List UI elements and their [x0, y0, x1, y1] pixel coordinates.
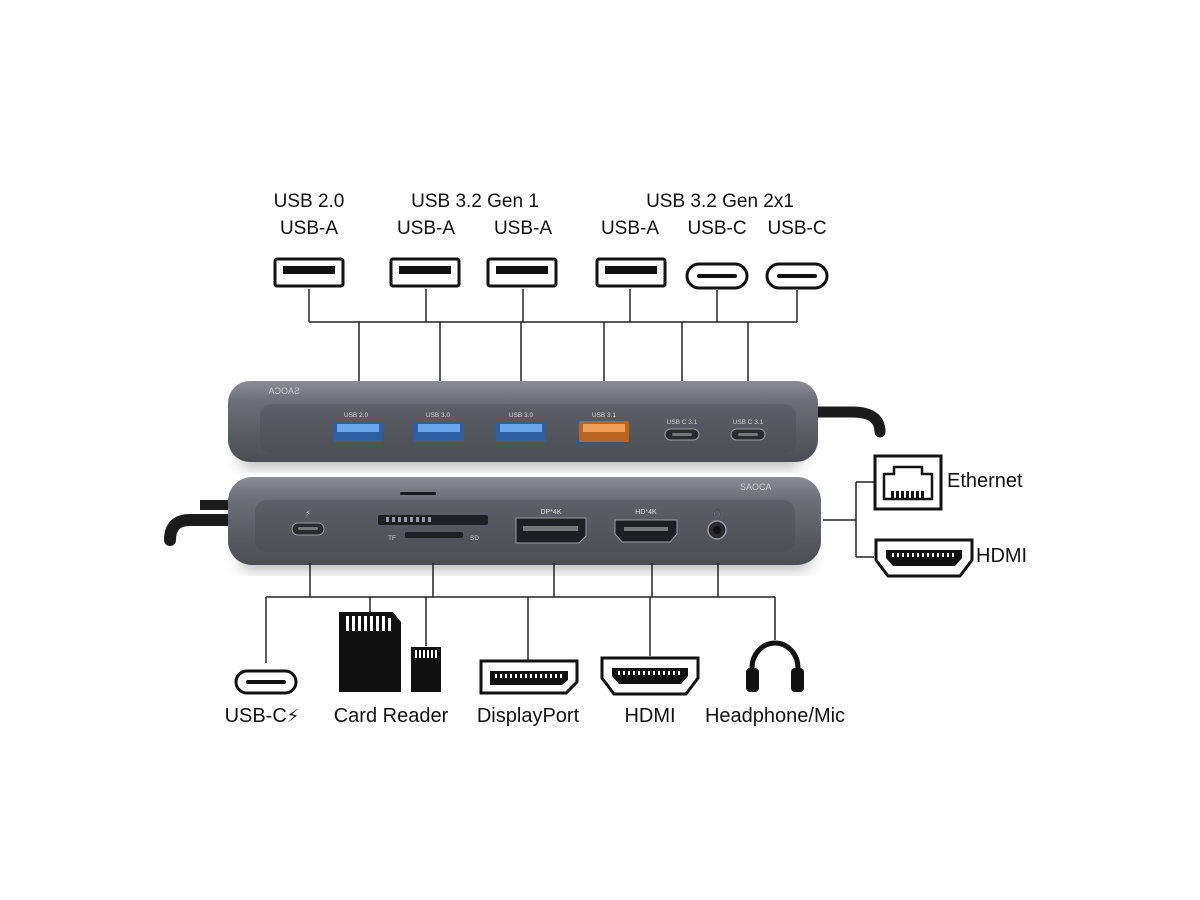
- lightning-icon: ⚡: [286, 706, 300, 726]
- hub-usbc-port: [730, 428, 766, 441]
- hub-label-tf: TF: [388, 535, 396, 542]
- hub-dp-port: [515, 517, 587, 544]
- hub-usb20-port: [333, 421, 383, 442]
- usb-a-icon: [595, 257, 667, 288]
- label-card-reader: Card Reader: [333, 705, 449, 727]
- label-port-3: USB-A: [493, 218, 553, 239]
- usb-a-icon: [389, 257, 461, 288]
- label-displayport: DisplayPort: [476, 705, 580, 727]
- label-port-5: USB-C: [687, 218, 747, 239]
- hub-tf-slot: [405, 532, 463, 538]
- label-gen2x1-group: USB 3.2 Gen 2x1: [646, 191, 794, 212]
- hub-label-dp: DP*4K: [540, 509, 561, 516]
- hub-headphone-mark-icon: 🎧: [712, 507, 722, 517]
- hub-label-usb30-b: USB 3.0: [509, 412, 534, 419]
- label-gen1-group: USB 3.2 Gen 1: [411, 191, 539, 212]
- hub-label-usbc31-a: USB C 3.1: [667, 419, 698, 426]
- hub-usbc-port: [664, 428, 700, 441]
- usb-a-icon: [486, 257, 558, 288]
- hub-label-usb31: USB 3.1: [592, 412, 617, 419]
- sd-card-icon: [339, 612, 401, 692]
- hub-audio-jack: [707, 520, 727, 540]
- label-hdmi-bottom: HDMI: [624, 705, 676, 727]
- ethernet-icon: [873, 454, 943, 511]
- microsd-card-icon: [411, 647, 441, 692]
- hdmi-icon: [600, 656, 700, 696]
- label-usbc-text: USB-C: [224, 705, 287, 727]
- displayport-icon: [479, 659, 579, 695]
- hdmi-icon: [874, 538, 974, 578]
- label-port-1: USB-A: [279, 218, 339, 239]
- top-connector-lines: [308, 289, 798, 420]
- hub-usbc-power-port: [291, 522, 325, 536]
- top-port-icons: [273, 257, 829, 290]
- usb-c-icon: [765, 262, 829, 290]
- hub-bottom: SAOCA ⚡ TF: [164, 477, 821, 568]
- hub-power-mark-icon: ⚡: [305, 509, 311, 518]
- label-usb20-group: USB 2.0: [273, 191, 345, 212]
- usb-c-icon: [234, 669, 298, 695]
- headphone-icon: [746, 640, 804, 692]
- hub-label-usb20: USB 2.0: [344, 412, 369, 419]
- hub-label-sd: SD: [470, 535, 479, 542]
- hub-top: SAOCA USB 2.0 USB 3.0 USB 3.0 USB 3.1 US…: [228, 381, 886, 466]
- hub-logo: SAOCA: [740, 482, 772, 492]
- bottom-connector-lines: [265, 563, 776, 663]
- label-port-4: USB-A: [600, 218, 660, 239]
- label-headphone-mic: Headphone/Mic: [704, 705, 846, 727]
- hub-hdmi-port: [614, 519, 678, 543]
- label-port-6: USB-C: [767, 218, 827, 239]
- label-ethernet: Ethernet: [947, 470, 1023, 492]
- hub-label-usb30-a: USB 3.0: [426, 412, 451, 419]
- hub-usb30-port: [496, 421, 546, 442]
- hub-sd-slot: [378, 515, 488, 525]
- hub-usb30-port: [414, 421, 464, 442]
- hub-label-usbc31-b: USB C 3.1: [733, 419, 764, 426]
- label-hdmi-side: HDMI: [976, 545, 1028, 567]
- label-port-2: USB-A: [396, 218, 456, 239]
- usb-c-icon: [685, 262, 749, 290]
- side-connector-lines: [823, 481, 875, 558]
- hub-usb31-port: [579, 421, 629, 442]
- label-usbc-power: USB-C⚡: [225, 705, 300, 727]
- hub-label-hd: HD*4K: [635, 509, 657, 516]
- hub-logo-mirrored: SAOCA: [268, 386, 300, 396]
- usb-a-icon: [273, 257, 345, 288]
